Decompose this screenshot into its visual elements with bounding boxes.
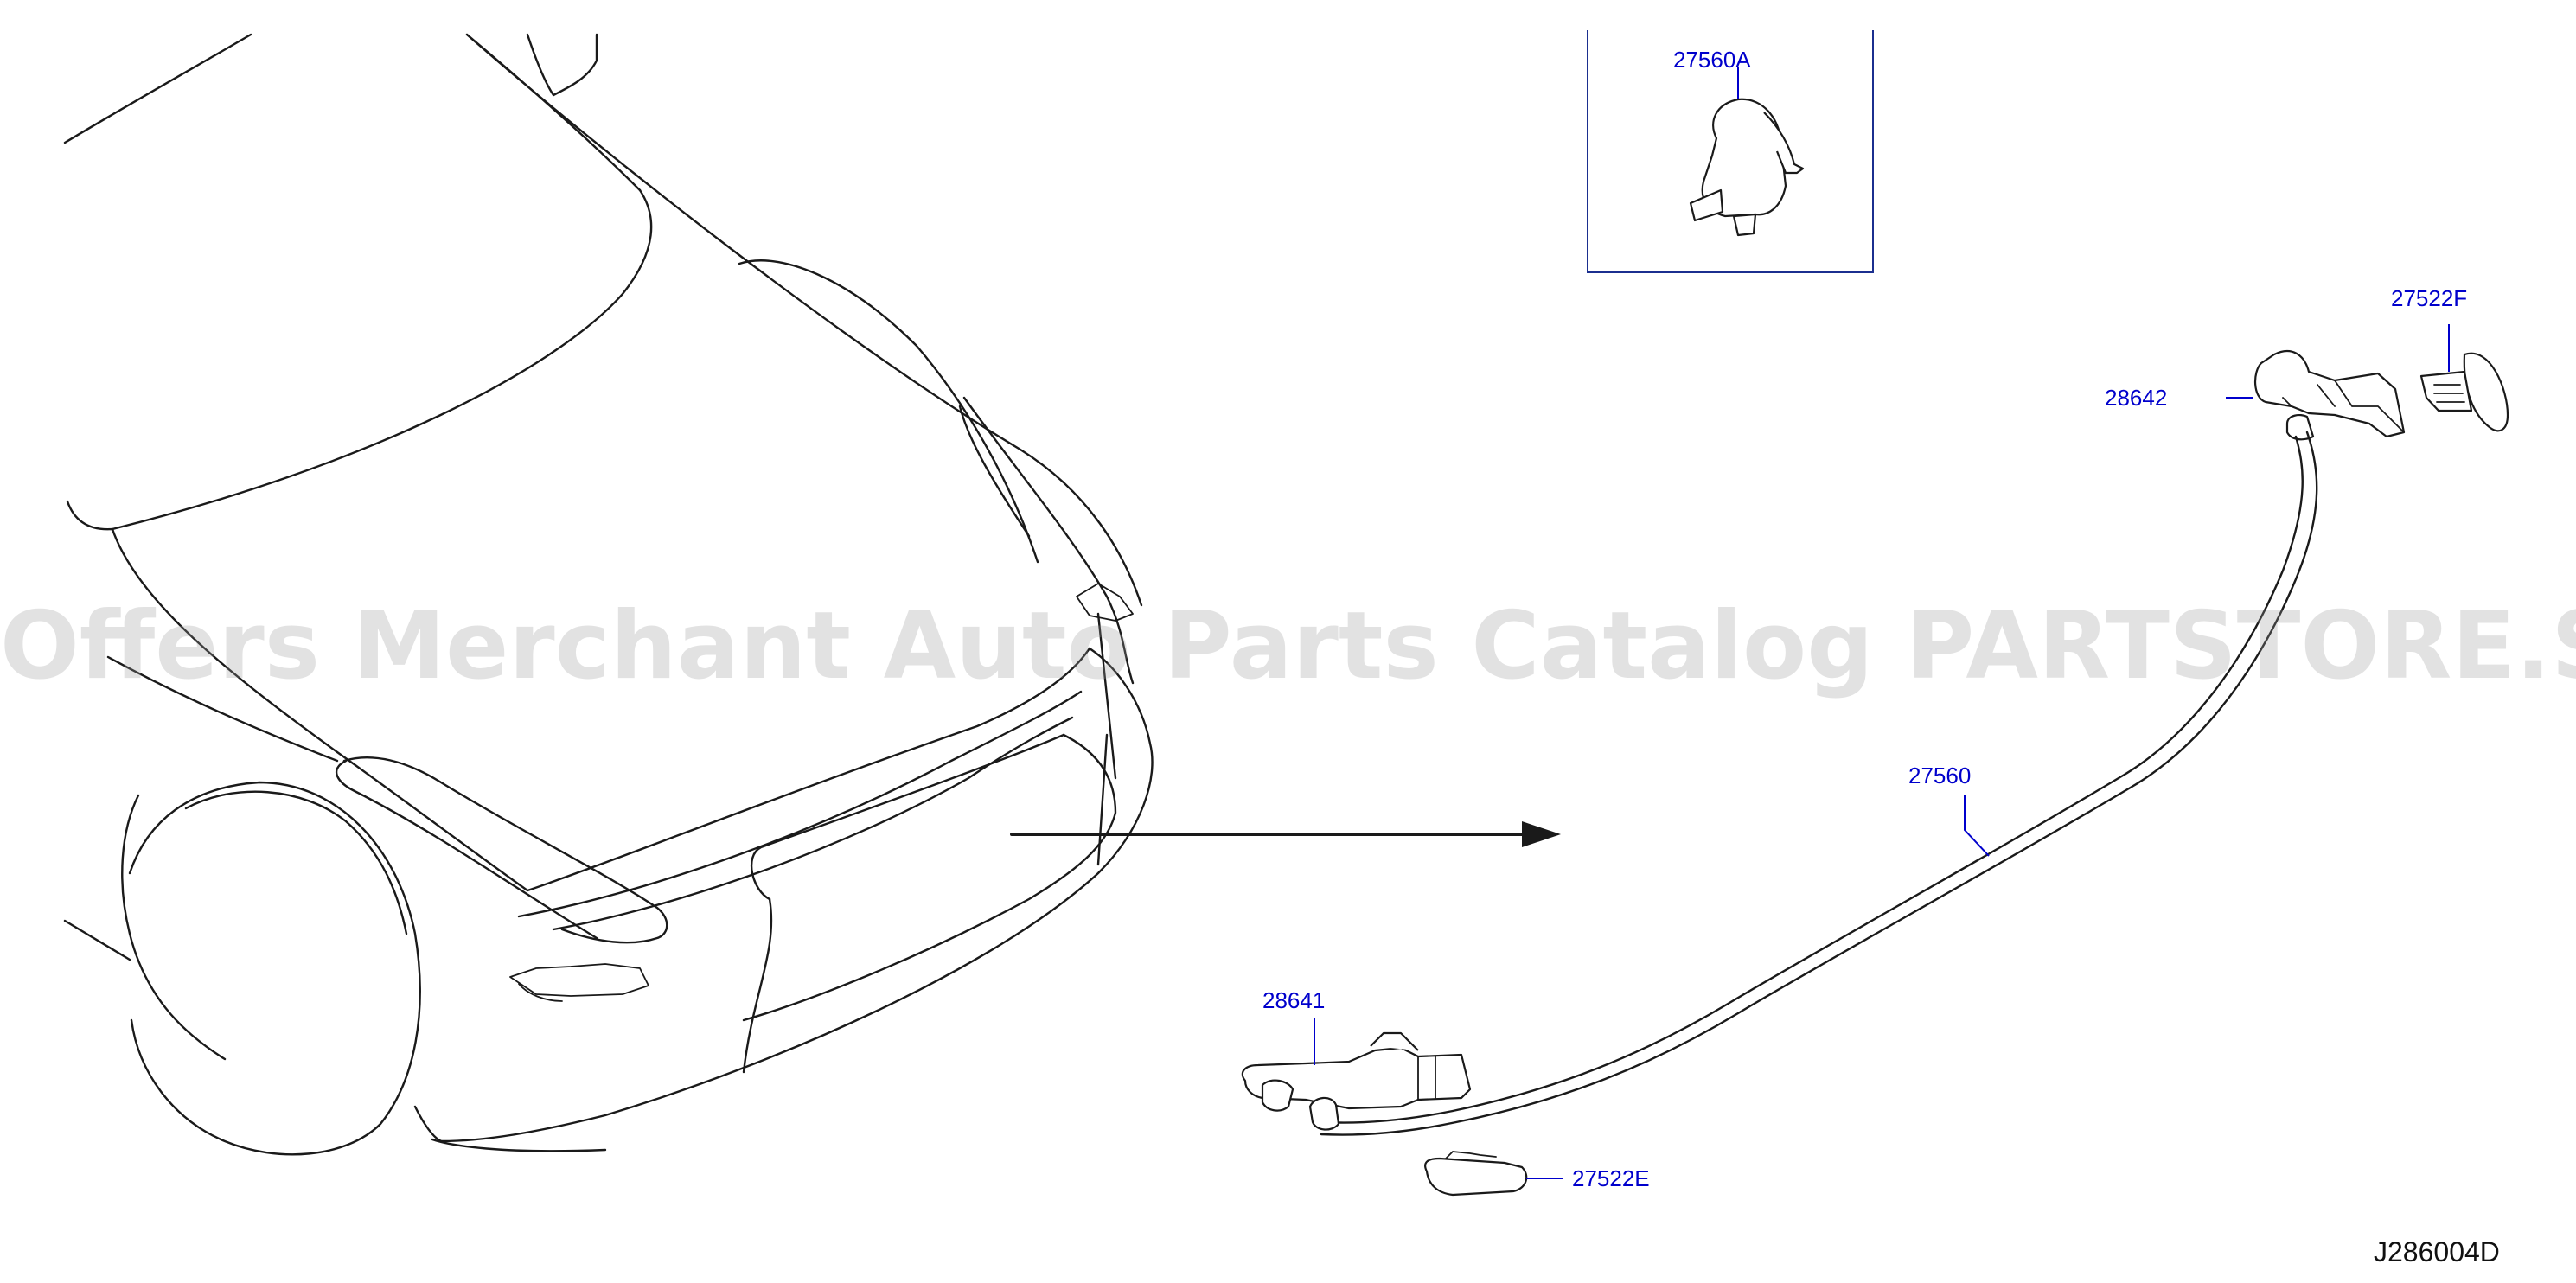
diagram-id: J286004D xyxy=(2374,1236,2500,1267)
callout-27560a: 27560A xyxy=(1673,47,1751,73)
callout-27522f: 27522F xyxy=(2391,285,2468,311)
nozzle-cap-27522e xyxy=(1424,1151,1563,1197)
inset-frame xyxy=(1587,30,1874,273)
washer-nozzle-28642 xyxy=(2226,349,2406,441)
washer-hose-27560 xyxy=(1320,431,2318,1136)
nozzle-cap-27522f xyxy=(2419,324,2509,432)
vehicle-front-illustration xyxy=(63,33,1561,1156)
callout-28642: 28642 xyxy=(2105,385,2168,411)
callout-27560: 27560 xyxy=(1908,763,1972,788)
washer-nozzle-28641 xyxy=(1241,1018,1472,1131)
callout-27522e: 27522E xyxy=(1572,1165,1650,1191)
callout-28641: 28641 xyxy=(1262,987,1326,1013)
